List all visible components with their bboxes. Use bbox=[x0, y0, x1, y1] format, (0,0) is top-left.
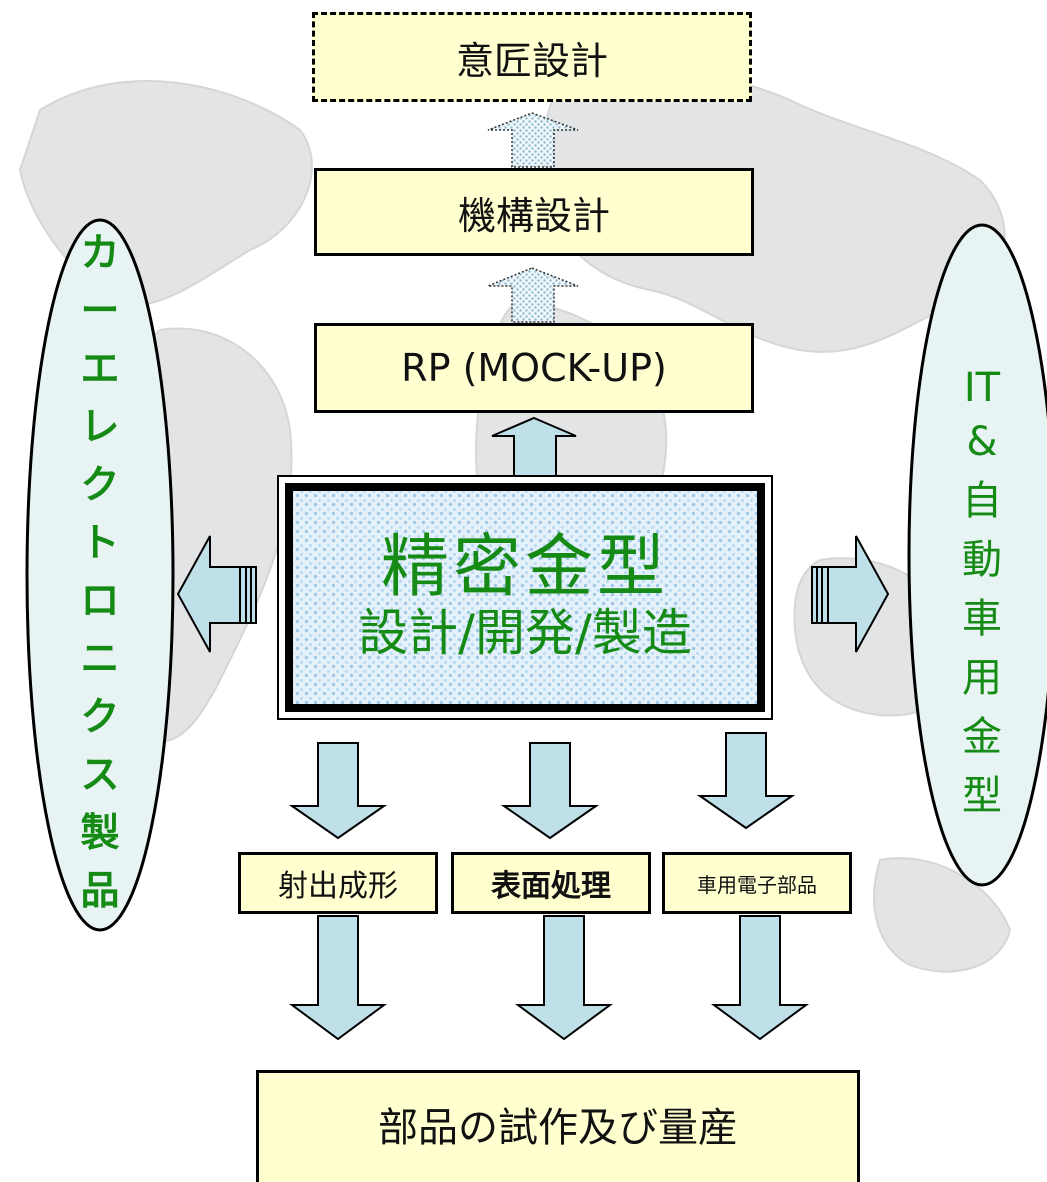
right-oval-char: 車 bbox=[962, 595, 1002, 642]
design-box-top-label: 意匠設計 bbox=[455, 38, 608, 83]
left-oval-char: カ bbox=[80, 231, 120, 276]
core-subtitle: 設計/開発/製造 bbox=[358, 604, 692, 663]
output-label: 部品の試作及び量産 bbox=[378, 1105, 738, 1151]
right-oval-char: I bbox=[963, 365, 976, 412]
mechanism-design-label: 機構設計 bbox=[457, 193, 610, 238]
process-label-surface: 表面処理 bbox=[491, 869, 611, 904]
right-oval-char: T bbox=[975, 365, 1001, 412]
process-box-injection: 射出成形 bbox=[238, 852, 438, 914]
rapid-prototype-box: RP (MOCK-UP) bbox=[314, 323, 754, 413]
left-oval-char: 品 bbox=[80, 869, 120, 914]
process-label-injection: 射出成形 bbox=[278, 869, 398, 904]
left-oval-char: ト bbox=[80, 521, 120, 566]
up-arrow-dotted bbox=[487, 267, 579, 323]
core-precision-mold-box: 精密金型 設計/開発/製造 bbox=[277, 475, 773, 720]
down-arrow bbox=[288, 915, 388, 1041]
core-precision-mold-inner: 精密金型 設計/開発/製造 bbox=[285, 483, 765, 712]
left-oval-char: ス bbox=[80, 753, 120, 798]
output-box: 部品の試作及び量産 bbox=[256, 1070, 860, 1182]
down-arrow bbox=[500, 742, 600, 840]
left-oval-char: エ bbox=[80, 347, 120, 392]
right-oval-char: 自 bbox=[962, 477, 1002, 524]
right-oval bbox=[907, 223, 1047, 887]
right-oval-char: 動 bbox=[962, 536, 1002, 583]
process-box-surface: 表面処理 bbox=[451, 852, 651, 914]
left-oval-char: ニ bbox=[80, 637, 120, 682]
design-box-top: 意匠設計 bbox=[312, 12, 752, 102]
right-oval-char: 型 bbox=[962, 772, 1002, 819]
core-title: 精密金型 bbox=[380, 527, 669, 607]
up-arrow bbox=[491, 416, 577, 481]
up-arrow-dotted bbox=[487, 112, 579, 168]
process-label-auto-electronics: 車用電子部品 bbox=[697, 872, 817, 897]
down-arrow bbox=[514, 915, 614, 1041]
left-oval-char: 製 bbox=[80, 811, 120, 856]
down-arrow bbox=[288, 742, 388, 840]
left-oval-char: ー bbox=[80, 289, 120, 334]
down-arrow bbox=[696, 732, 796, 830]
left-arrow-stripes bbox=[239, 567, 252, 623]
left-arrow bbox=[176, 535, 257, 653]
right-arrow-stripes bbox=[816, 567, 829, 623]
left-oval-text: カ ー エ レ ク ト ロ ニ ク ス 製 品 bbox=[70, 232, 130, 932]
left-oval-char: レ bbox=[80, 405, 120, 450]
right-arrow bbox=[811, 535, 890, 653]
continent-shape bbox=[873, 857, 1012, 973]
right-oval-char: 金 bbox=[962, 713, 1002, 760]
right-oval-char: & bbox=[966, 418, 998, 465]
left-oval bbox=[25, 218, 175, 932]
right-oval-char: 用 bbox=[962, 654, 1002, 701]
process-box-auto-electronics: 車用電子部品 bbox=[662, 852, 852, 914]
left-oval-char: ク bbox=[80, 695, 120, 740]
rapid-prototype-label: RP (MOCK-UP) bbox=[401, 346, 667, 390]
down-arrow bbox=[710, 915, 810, 1041]
left-oval-char: ロ bbox=[80, 579, 120, 624]
left-oval-char: ク bbox=[80, 463, 120, 508]
mechanism-design-box: 機構設計 bbox=[314, 168, 754, 256]
